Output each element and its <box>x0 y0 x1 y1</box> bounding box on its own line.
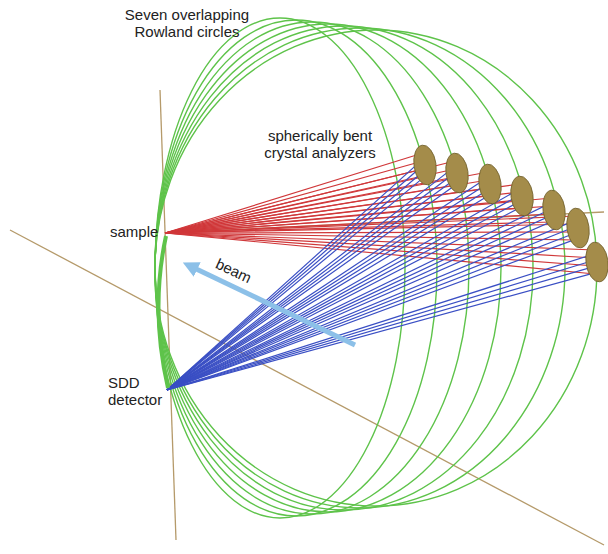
reflected-ray <box>167 220 556 390</box>
incident-ray <box>165 233 595 250</box>
title-label: Seven overlapping Rowland circles <box>112 6 262 40</box>
rowland-circle <box>155 26 533 510</box>
reflected-ray <box>167 174 492 390</box>
rowland-circle <box>155 18 405 518</box>
reflected-ray <box>167 213 556 390</box>
reflected-ray <box>167 225 580 390</box>
rowland-circle <box>155 24 501 512</box>
reflected-ray <box>167 186 524 390</box>
reflected-ray <box>167 231 580 390</box>
reflected-ray <box>167 194 492 390</box>
reflected-ray <box>167 218 580 390</box>
axes <box>10 90 604 545</box>
crystal-analyzers <box>411 144 608 284</box>
reflected-ray <box>167 181 492 390</box>
crystal-analyzer <box>583 241 608 284</box>
beam-arrow <box>190 266 355 345</box>
detector-label: SDD detector <box>108 374 166 408</box>
reflected-ray <box>167 199 524 390</box>
crystal-analyzer <box>564 207 591 250</box>
sample-label: sample <box>110 223 170 240</box>
reflected-ray <box>167 200 556 390</box>
reflected-ray <box>167 193 524 390</box>
reflected-ray <box>167 265 599 390</box>
crystal-analyzer <box>411 144 438 187</box>
rowland-circles <box>155 18 597 518</box>
crystal-analyzer <box>443 152 470 195</box>
incident-ray <box>165 216 576 233</box>
crystal-analyzer <box>476 163 503 206</box>
rowland-circle <box>155 28 565 508</box>
circle-overlap <box>158 236 168 388</box>
rowland-circle <box>155 22 469 514</box>
reflected-ray <box>167 252 599 390</box>
rowland-circle <box>155 30 597 506</box>
analyzer-label: spherically bent crystal analyzers <box>245 127 395 161</box>
crystal-analyzer <box>540 189 567 232</box>
crystal-analyzer <box>508 175 535 218</box>
reflected-ray <box>167 238 580 390</box>
reflected-ray <box>167 168 427 390</box>
incident-ray <box>165 172 488 233</box>
incident-ray <box>165 233 595 258</box>
reflected-ray <box>167 272 599 390</box>
reflected-ray <box>167 207 556 390</box>
reflected-ray <box>167 170 459 390</box>
reflected-ray <box>167 176 459 390</box>
reflected-rays <box>167 155 599 390</box>
